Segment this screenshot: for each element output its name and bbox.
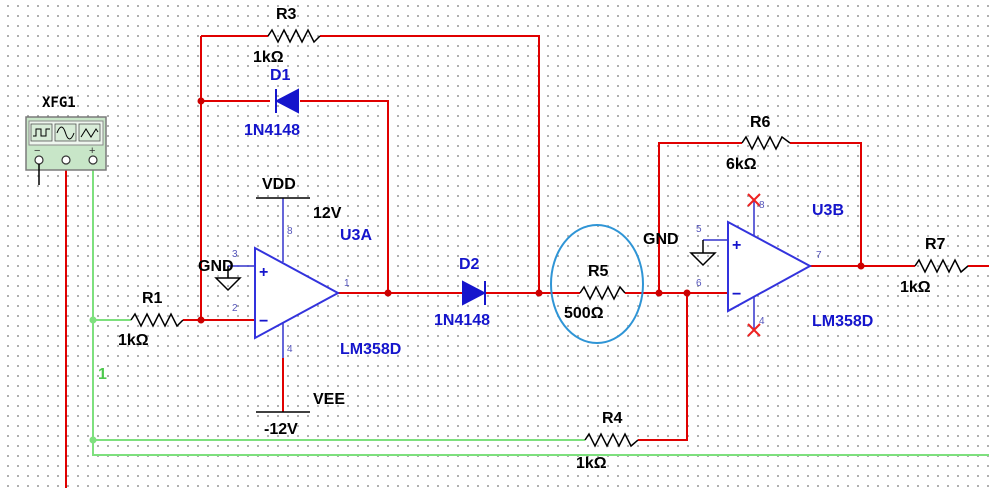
u3a-pin-vneg: 4 [287, 344, 293, 355]
u3b-pin-minus: 6 [696, 278, 702, 289]
triangle-wave-icon [78, 123, 101, 142]
u3a-pin-vpos: 8 [287, 226, 293, 237]
r5-value-label: 500Ω [564, 305, 604, 322]
u3b-plus-symbol: + [732, 237, 741, 254]
diode-d1[interactable] [274, 88, 299, 114]
xfg1-ref-label: XFG1 [42, 95, 76, 111]
u3a-ref-label: U3A [340, 227, 372, 244]
resistor-r4[interactable] [584, 432, 639, 448]
diode-d2[interactable] [462, 280, 487, 306]
u3a-minus-symbol: − [259, 313, 268, 330]
gnd-label-u3b: GND [643, 231, 679, 248]
wire-r6-loop[interactable] [658, 142, 862, 293]
resistor-r7[interactable] [914, 258, 969, 274]
u3b-pin-plus: 5 [696, 224, 702, 235]
square-wave-icon [30, 123, 53, 142]
wire-d1[interactable] [201, 100, 389, 293]
r6-value-label: 6kΩ [726, 156, 757, 173]
r7-ref-label: R7 [925, 236, 946, 253]
wire-r3-loop[interactable] [201, 35, 540, 293]
red-wires [65, 35, 989, 488]
green-wires [92, 160, 989, 456]
r1-ref-label: R1 [142, 290, 163, 307]
resistor-r3[interactable] [267, 28, 321, 44]
vee-label: VEE [313, 391, 345, 408]
opamp-u3a[interactable] [214, 197, 341, 413]
r5-ref-label: R5 [588, 263, 609, 280]
d2-ref-label: D2 [459, 256, 480, 273]
wire-r4-return[interactable] [638, 293, 688, 441]
r3-value-label: 1kΩ [253, 49, 284, 66]
resistor-r1[interactable] [130, 312, 184, 328]
function-generator-xfg1[interactable] [25, 116, 107, 185]
r4-value-label: 1kΩ [576, 455, 607, 472]
r5-highlight-ellipse [550, 224, 644, 344]
u3b-pin-vpos: 8 [759, 200, 765, 211]
u3b-minus-symbol: − [732, 286, 741, 303]
vee-value-label: -12V [264, 421, 298, 438]
r3-ref-label: R3 [276, 6, 297, 23]
r6-ref-label: R6 [750, 114, 771, 131]
opamp-u3b[interactable] [689, 193, 813, 337]
u3a-model-label: LM358D [340, 341, 401, 358]
wire-green-input[interactable] [92, 160, 989, 456]
r7-value-label: 1kΩ [900, 279, 931, 296]
u3a-pin-minus: 2 [232, 303, 238, 314]
resistor-r6[interactable] [741, 135, 791, 151]
d2-model-label: 1N4148 [434, 312, 490, 329]
xfg1-terminal-plus: + [89, 145, 95, 157]
r1-value-label: 1kΩ [118, 332, 149, 349]
r4-ref-label: R4 [602, 410, 623, 427]
u3b-pin-out: 7 [816, 250, 822, 261]
u3a-plus-symbol: + [259, 264, 268, 281]
gnd-label-u3a: GND [198, 258, 234, 275]
xfg1-terminal-minus: − [34, 145, 40, 157]
net-label-1: 1 [98, 366, 107, 383]
resistor-r5[interactable] [579, 285, 626, 301]
u3b-ref-label: U3B [812, 202, 844, 219]
u3b-model-label: LM358D [812, 313, 873, 330]
d1-ref-label: D1 [270, 67, 291, 84]
u3a-pin-out: 1 [344, 278, 350, 289]
vdd-value-label: 12V [313, 205, 342, 222]
junction-dots [89, 97, 865, 444]
u3b-pin-vneg: 4 [759, 316, 765, 327]
u3a-pin-plus: 3 [232, 249, 238, 260]
d1-model-label: 1N4148 [244, 122, 300, 139]
vdd-label: VDD [262, 176, 296, 193]
sine-wave-icon [54, 123, 77, 142]
